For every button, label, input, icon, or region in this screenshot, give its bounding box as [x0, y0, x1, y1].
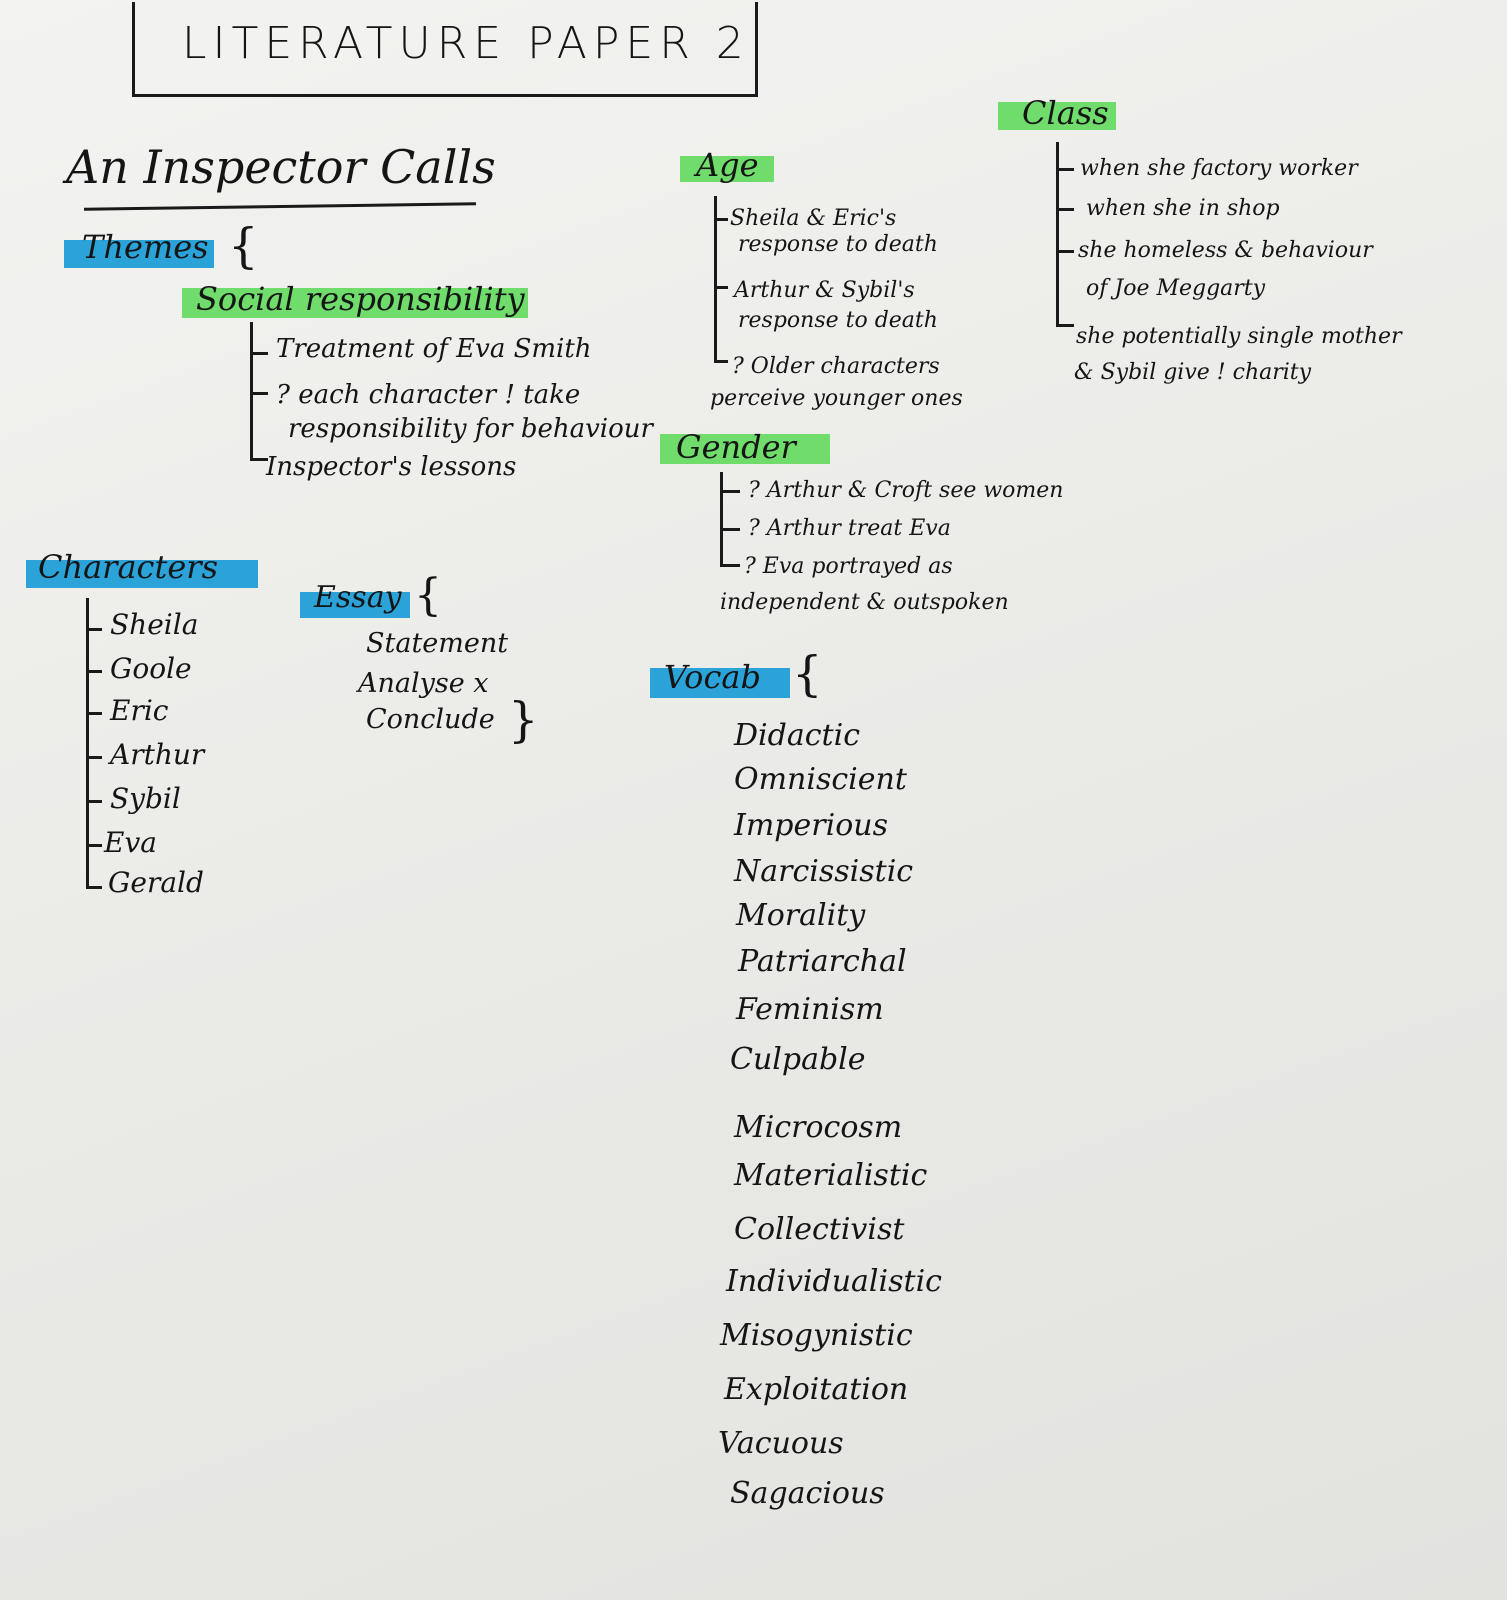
class-item: of Joe Meggarty: [1086, 276, 1266, 301]
vocab-item: Morality: [736, 898, 866, 933]
branch-tick: [250, 352, 268, 355]
character-item: Arthur: [110, 738, 205, 771]
class-item: when she in shop: [1086, 196, 1280, 221]
branch-tick: [1056, 324, 1074, 327]
characters-branch: [86, 598, 89, 888]
vocab-item: Vacuous: [718, 1426, 844, 1461]
age-item: Arthur & Sybil's: [734, 278, 915, 303]
subtitle: An Inspector Calls: [66, 140, 496, 194]
vocab-item: Collectivist: [734, 1212, 905, 1247]
branch-tick: [86, 712, 102, 715]
branch-tick: [720, 564, 740, 567]
essay-item: Analyse x: [358, 668, 489, 699]
branch-tick: [250, 458, 268, 461]
vocab-item: Imperious: [734, 808, 888, 843]
class-item: she potentially single mother: [1076, 324, 1402, 349]
page-title: LITERATURE PAPER 2: [182, 18, 750, 69]
vocab-item: Misogynistic: [720, 1318, 913, 1353]
class-item: she homeless & behaviour: [1078, 238, 1373, 263]
age-item: response to death: [738, 232, 938, 257]
vocab-item: Exploitation: [724, 1372, 909, 1407]
essay-highlight: [300, 592, 410, 618]
branch-tick: [250, 392, 268, 395]
vocab-item: Feminism: [736, 992, 884, 1027]
class-item: & Sybil give ! charity: [1074, 360, 1312, 385]
character-item: Goole: [110, 652, 192, 685]
vocab-item: Patriarchal: [738, 944, 907, 979]
social-responsibility-branch: [250, 322, 253, 460]
gender-item: ? Arthur & Croft see women: [748, 478, 1064, 503]
branch-tick: [714, 286, 728, 289]
age-label: Age: [696, 146, 759, 184]
gender-branch: [720, 472, 723, 566]
gender-item: ? Arthur treat Eva: [748, 516, 951, 541]
characters-label: Characters: [38, 548, 218, 586]
age-item: Sheila & Eric's: [730, 206, 897, 231]
branch-tick: [720, 490, 740, 493]
vocab-item: Sagacious: [730, 1476, 885, 1511]
age-item: ? Older characters: [732, 354, 940, 379]
branch-tick: [86, 844, 102, 847]
class-branch: [1056, 142, 1059, 326]
vocab-item: Didactic: [734, 718, 860, 753]
branch-tick: [714, 360, 728, 363]
age-highlight: [680, 156, 774, 182]
social-responsibility-label: Social responsibility: [196, 280, 525, 318]
essay-item: Conclude: [366, 704, 495, 735]
class-item: when she factory worker: [1080, 156, 1358, 181]
branch-tick: [1056, 168, 1074, 171]
vocab-item: Microcosm: [734, 1110, 903, 1145]
branch-tick: [720, 528, 740, 531]
social-responsibility-highlight: [182, 288, 528, 318]
vocab-label: Vocab: [664, 658, 761, 696]
vocab-brace: {: [792, 646, 823, 702]
characters-highlight: [26, 560, 258, 588]
social-item: Inspector's lessons: [266, 452, 517, 482]
age-item: response to death: [738, 308, 938, 333]
branch-tick: [86, 886, 102, 889]
vocab-highlight: [650, 668, 790, 698]
class-label: Class: [1022, 94, 1109, 132]
essay-brace: {: [414, 570, 442, 621]
branch-tick: [1056, 208, 1074, 211]
character-item: Gerald: [108, 866, 204, 899]
age-item: perceive younger ones: [710, 386, 963, 411]
character-item: Sheila: [110, 608, 199, 641]
branch-tick: [86, 628, 102, 631]
branch-tick: [86, 670, 102, 673]
class-highlight: [998, 102, 1116, 130]
subtitle-underline: [83, 202, 477, 211]
vocab-item: Narcissistic: [734, 854, 914, 889]
themes-highlight: [64, 240, 214, 268]
branch-tick: [714, 218, 728, 221]
themes-brace: {: [228, 218, 259, 274]
essay-label: Essay: [314, 580, 402, 615]
essay-item: Statement: [366, 628, 509, 659]
branch-tick: [86, 756, 102, 759]
gender-item: ? Eva portrayed as: [744, 554, 953, 579]
vocab-item: Culpable: [730, 1042, 866, 1077]
social-item: responsibility for behaviour: [288, 414, 653, 444]
branch-tick: [1056, 250, 1074, 253]
character-item: Sybil: [110, 782, 181, 815]
vocab-item: Materialistic: [734, 1158, 928, 1193]
themes-label: Themes: [82, 228, 209, 266]
gender-label: Gender: [676, 428, 796, 466]
social-item: Treatment of Eva Smith: [276, 334, 592, 364]
gender-item: independent & outspoken: [720, 590, 1009, 615]
vocab-item: Individualistic: [726, 1264, 942, 1299]
age-branch: [714, 196, 717, 362]
title-box: [132, 2, 758, 97]
character-item: Eva: [104, 826, 157, 859]
character-item: Eric: [110, 694, 169, 727]
vocab-item: Omniscient: [734, 762, 907, 797]
social-item: ? each character ! take: [276, 380, 581, 410]
gender-highlight: [660, 434, 830, 464]
branch-tick: [86, 800, 102, 803]
essay-close-brace: }: [508, 692, 539, 748]
